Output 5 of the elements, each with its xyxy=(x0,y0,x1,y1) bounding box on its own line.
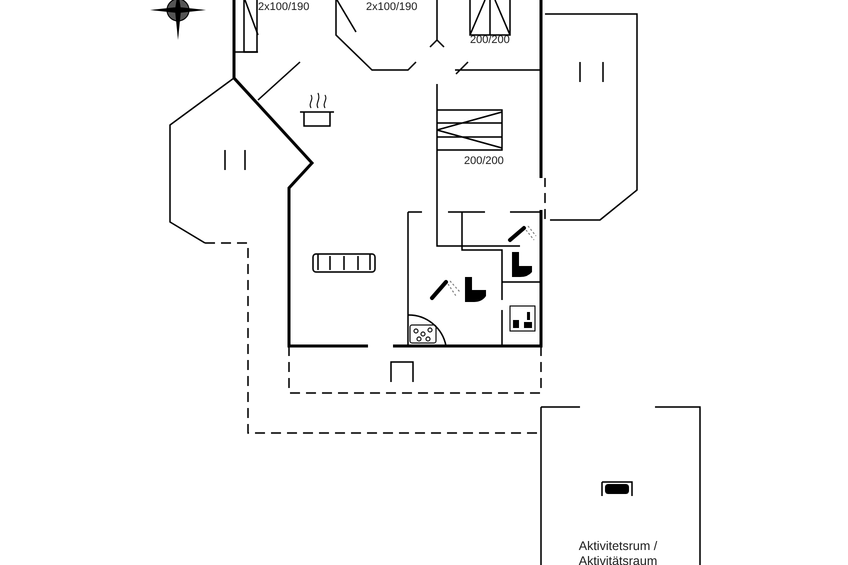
bed-size-label: 2x100/190 xyxy=(258,1,310,13)
bed-size-label: 200/200 xyxy=(464,155,504,167)
bed-size-label: 200/200 xyxy=(470,34,510,46)
bed-size-label: 2x100/190 xyxy=(366,1,418,13)
room-name: Aktivitetsrum / Aktivitätsraum xyxy=(578,539,658,565)
